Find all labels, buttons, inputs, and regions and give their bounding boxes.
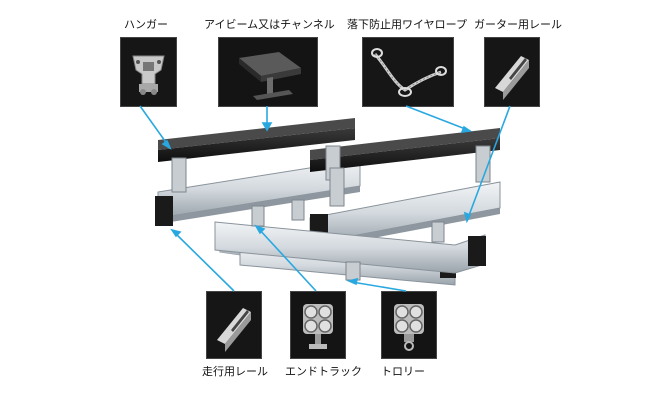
label-end-truck: エンドトラック (285, 365, 362, 378)
label-girder-rail: ガーター用レール (474, 18, 562, 31)
label-wire: 落下防止用ワイヤロープ (347, 18, 468, 31)
ibeam-right (310, 128, 500, 172)
trolley-thumbnail (381, 291, 437, 359)
girder-rail-icon (485, 38, 539, 106)
trolley-icon (382, 292, 436, 358)
ibeam-thumbnail (218, 37, 318, 107)
label-ibeam: アイビーム又はチャンネル (204, 18, 335, 31)
end-truck-thumbnail (290, 291, 346, 359)
label-trolley: トロリー (381, 365, 425, 378)
hanger-icon (121, 38, 176, 106)
girder-rail-thumbnail (484, 37, 540, 107)
hanger-thumbnail (120, 37, 177, 107)
label-hanger: ハンガー (124, 18, 168, 31)
callout-arrows (139, 105, 511, 292)
runway-rail-icon (207, 292, 261, 358)
ibeam-icon (219, 38, 317, 106)
ibeam-left (158, 118, 355, 162)
wire-thumbnail (362, 37, 454, 107)
runway-rail-thumbnail (206, 291, 262, 359)
end-truck-icon (291, 292, 345, 358)
hangers (171, 145, 491, 281)
girder-rail-left (155, 159, 361, 226)
wire-rope-icon (363, 38, 453, 106)
runway-rail-lower (214, 221, 486, 274)
label-runway-rail: 走行用レール (202, 365, 268, 378)
